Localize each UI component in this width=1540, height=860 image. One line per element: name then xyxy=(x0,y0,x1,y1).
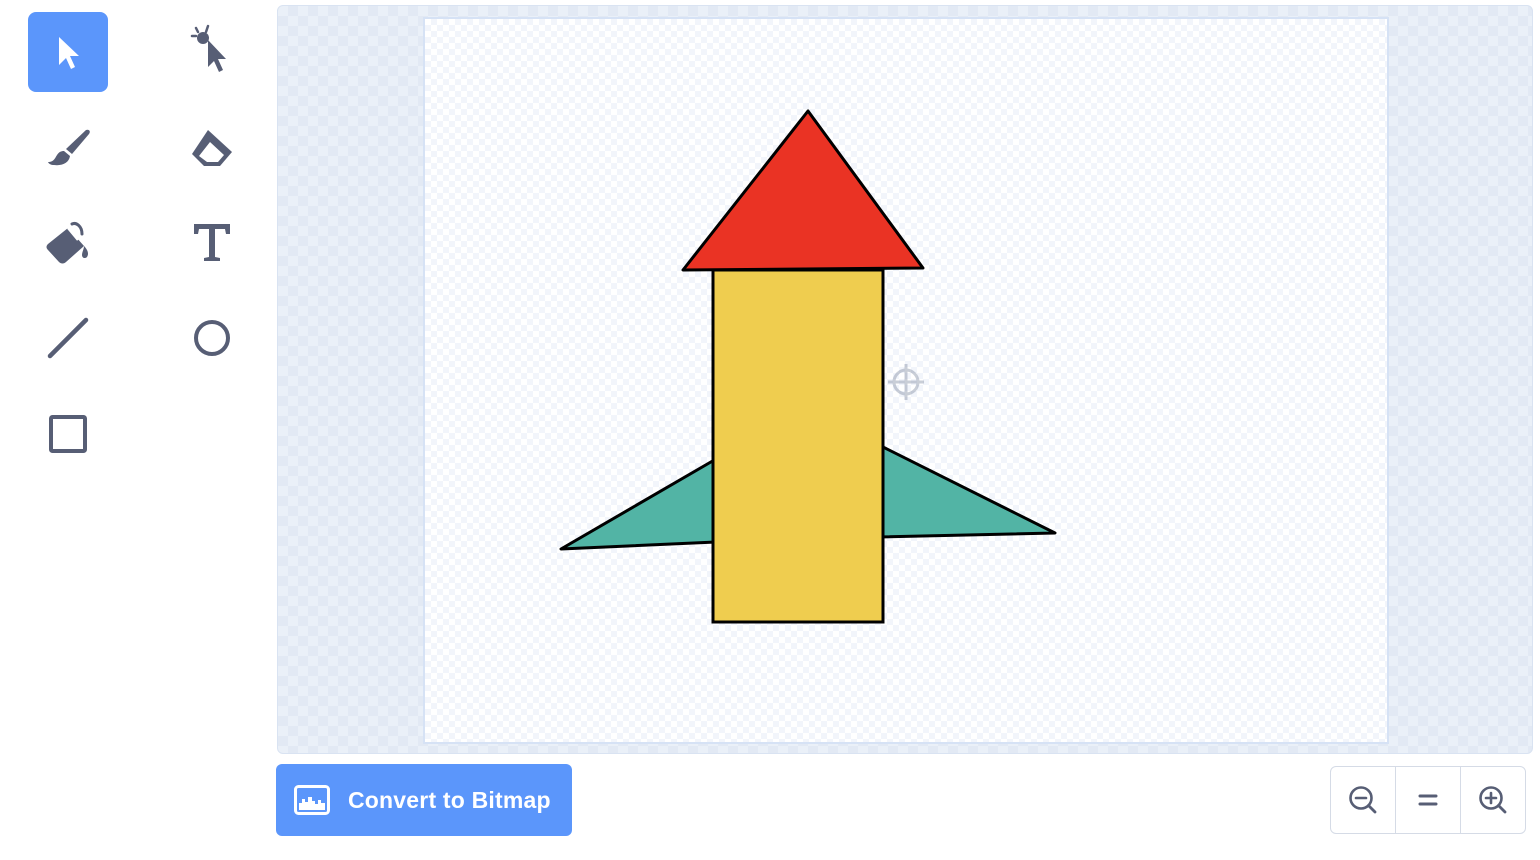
eraser-icon xyxy=(192,130,232,166)
arrow-pointer-icon xyxy=(59,37,79,69)
convert-to-bitmap-button[interactable]: Convert to Bitmap xyxy=(276,764,572,836)
rectangle-icon xyxy=(49,415,87,453)
eraser-tool-button[interactable] xyxy=(172,108,252,188)
zoom-in-button[interactable] xyxy=(1461,767,1525,833)
brush-icon xyxy=(48,129,90,166)
circle-tool-button[interactable] xyxy=(172,298,252,378)
select-tool-button[interactable] xyxy=(28,12,108,92)
text-t-icon xyxy=(194,224,230,261)
zoom-out-icon xyxy=(1349,786,1377,814)
reshape-pointer-icon xyxy=(190,24,226,72)
drawing-canvas[interactable] xyxy=(423,17,1389,744)
bitmap-image-icon xyxy=(294,785,330,815)
text-tool-button[interactable] xyxy=(172,202,252,282)
convert-button-label: Convert to Bitmap xyxy=(348,786,551,813)
brush-tool-button[interactable] xyxy=(28,108,108,188)
zoom-out-button[interactable] xyxy=(1331,767,1396,833)
line-icon xyxy=(47,317,89,359)
tool-palette xyxy=(0,0,270,480)
circle-icon xyxy=(194,320,230,356)
zoom-reset-icon xyxy=(1418,794,1438,806)
right-fin-shape[interactable] xyxy=(877,443,1057,539)
left-fin-shape[interactable] xyxy=(559,457,718,551)
zoom-in-icon xyxy=(1479,786,1507,814)
canvas-area[interactable] xyxy=(277,5,1533,754)
fill-tool-button[interactable] xyxy=(28,202,108,282)
rectangle-tool-button[interactable] xyxy=(28,394,108,474)
reshape-tool-button[interactable] xyxy=(172,12,252,92)
zoom-controls xyxy=(1330,766,1526,834)
paint-bucket-icon xyxy=(46,222,88,264)
rocket-body-shape[interactable] xyxy=(711,268,885,624)
rocket-nose-shape[interactable] xyxy=(681,109,925,272)
rotation-center-icon[interactable] xyxy=(888,364,924,400)
zoom-reset-button[interactable] xyxy=(1396,767,1461,833)
line-tool-button[interactable] xyxy=(28,298,108,378)
